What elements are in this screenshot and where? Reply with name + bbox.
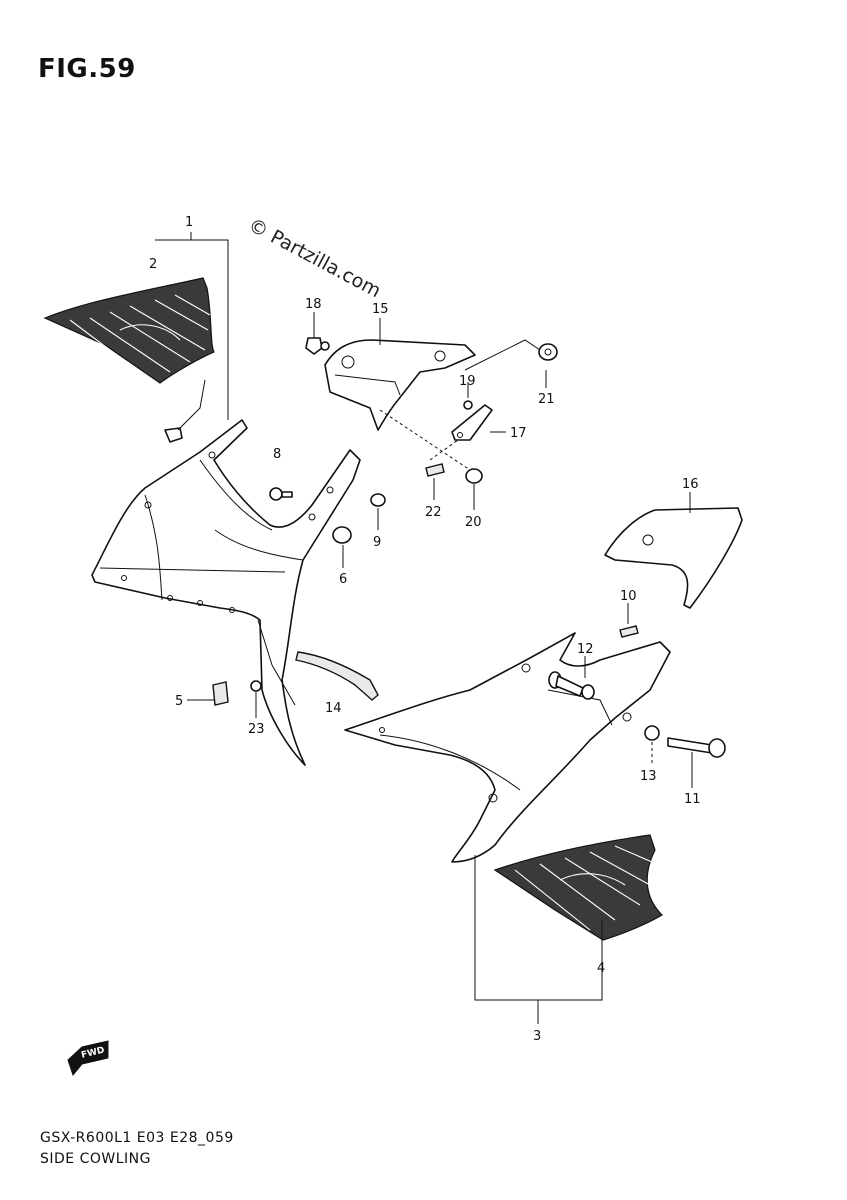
callout-4: 4 xyxy=(597,961,605,976)
part-15-inner-panel xyxy=(324,339,476,431)
callout-5: 5 xyxy=(175,694,183,709)
figure-title: FIG.59 xyxy=(38,54,136,84)
part-3-lower-cowling xyxy=(344,632,671,863)
callout-6: 6 xyxy=(339,572,347,587)
callout-3: 3 xyxy=(533,1029,541,1044)
callout-19: 19 xyxy=(459,374,476,389)
callout-17: 17 xyxy=(510,426,527,441)
callout-8: 8 xyxy=(273,447,281,462)
callout-16: 16 xyxy=(682,477,699,492)
callout-13: 13 xyxy=(640,769,657,784)
callout-14: 14 xyxy=(325,701,342,716)
callout-10: 10 xyxy=(620,589,637,604)
callout-18: 18 xyxy=(305,297,322,312)
callout-2: 2 xyxy=(149,257,157,272)
callout-20: 20 xyxy=(465,515,482,530)
part-2-upper-decal xyxy=(43,277,215,384)
callout-9: 9 xyxy=(373,535,381,550)
part-14-strip xyxy=(295,651,379,701)
fasteners xyxy=(164,337,726,758)
callout-11: 11 xyxy=(684,792,701,807)
fwd-arrow-icon: FWD xyxy=(67,1040,109,1077)
part-1-side-cowling xyxy=(91,419,361,766)
callout-21: 21 xyxy=(538,392,555,407)
part-4-lower-decal xyxy=(493,834,663,941)
part-16-side-panel xyxy=(604,507,743,609)
callout-22: 22 xyxy=(425,505,442,520)
callout-15: 15 xyxy=(372,302,389,317)
callout-1: 1 xyxy=(185,215,193,230)
callout-23: 23 xyxy=(248,722,265,737)
callout-labels: 1 2 3 4 5 6 8 9 10 11 12 13 14 15 16 17 … xyxy=(149,215,701,1044)
leader-lines xyxy=(155,232,693,1024)
callout-12: 12 xyxy=(577,642,594,657)
section-name: SIDE COWLING xyxy=(40,1151,151,1167)
model-code: GSX-R600L1 E03 E28_059 xyxy=(40,1130,234,1146)
